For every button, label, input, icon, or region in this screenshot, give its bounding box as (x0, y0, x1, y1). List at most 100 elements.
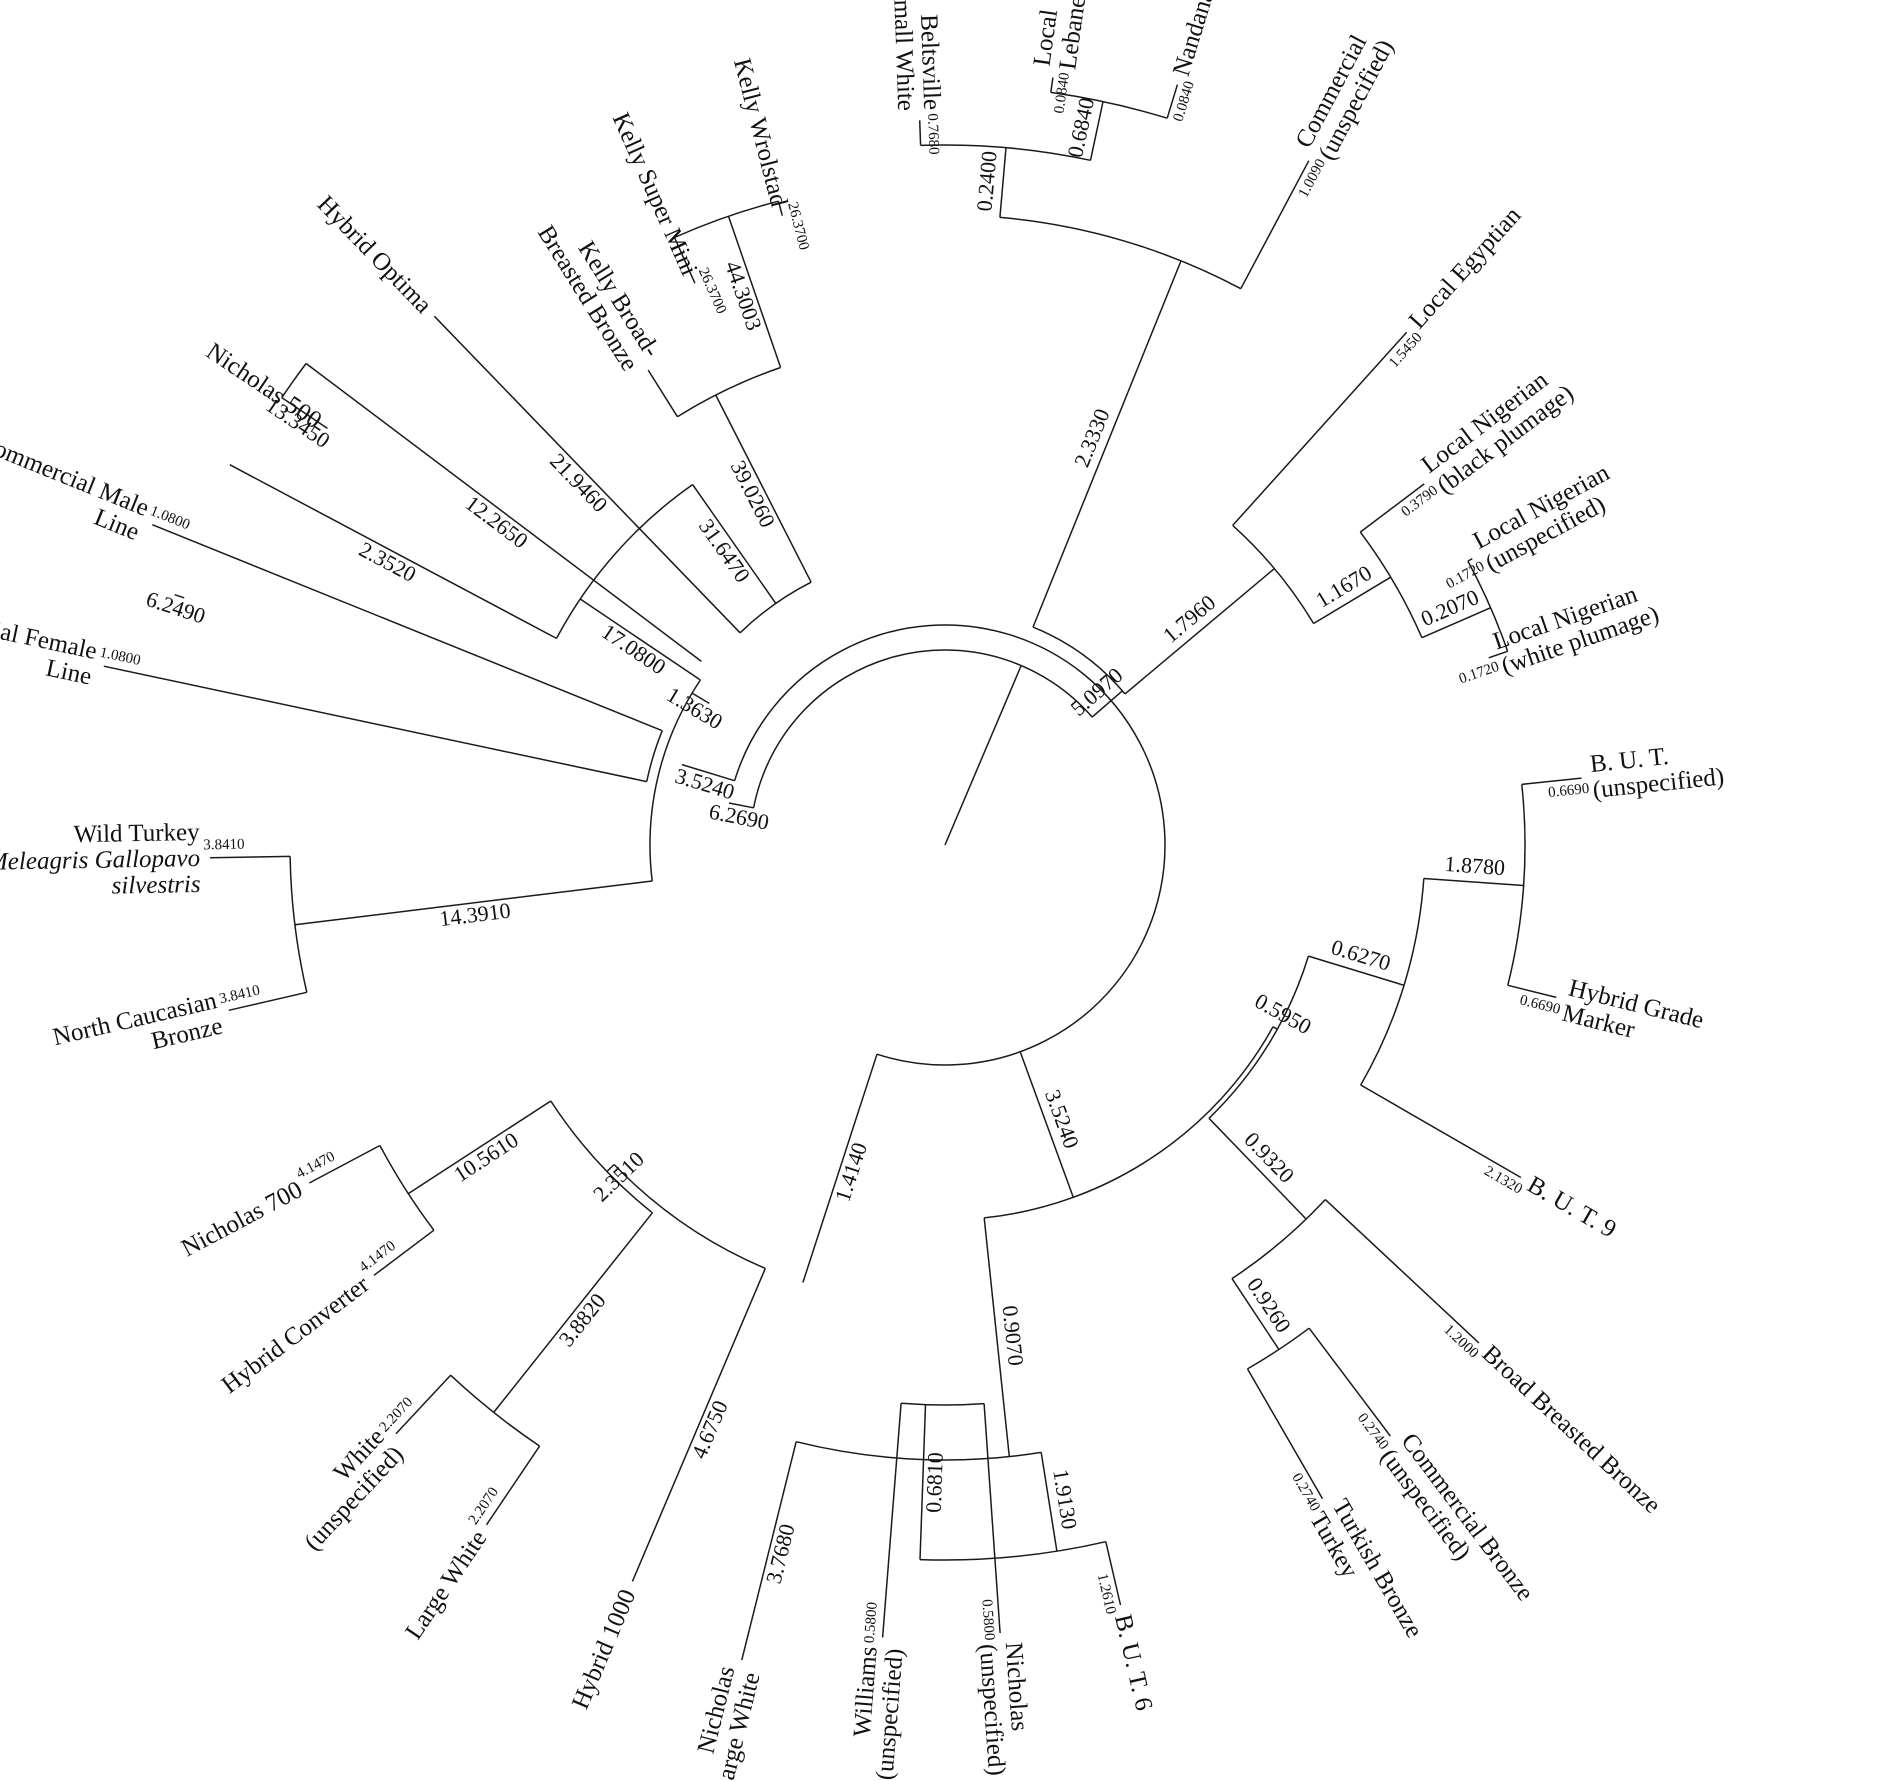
terminal-branch (1359, 483, 1425, 533)
branch-arc (1050, 91, 1168, 119)
tip-label-l1: Kelly Wrolstad (728, 56, 792, 210)
internal-branch (1208, 1117, 1307, 1220)
internal-branch (305, 362, 702, 662)
internal-branch (1272, 1026, 1278, 1030)
internal-branch (681, 763, 735, 782)
terminal-branch (631, 1268, 766, 1582)
branch-length-label: 0.5950 (1251, 988, 1316, 1039)
branch-length-label: 39.0260 (726, 456, 781, 531)
terminal-branch (983, 1403, 1001, 1634)
branch-length-label: 4.1470 (294, 1149, 338, 1182)
terminal-branch (395, 1374, 452, 1435)
branch-length-label: 0.6810 (921, 1452, 948, 1513)
branch-length-label: 0.5800 (978, 1599, 997, 1641)
branch-arc (1232, 524, 1315, 624)
tip-label-l9: North CaucasianBronze (50, 987, 225, 1076)
branch-length-label: 2.3510 (588, 1146, 649, 1206)
tip-label-line: Meleagris Gallopavo (0, 845, 200, 876)
tip-label-l14: Hybrid 1000 (567, 1586, 642, 1714)
tip-label-l27: Local Nigerian(black plumage) (1417, 359, 1579, 499)
branch-arc (920, 144, 1091, 162)
branch-arc (1032, 626, 1126, 695)
tip-label-l21: Broad Breasted Bronze (1477, 1340, 1666, 1519)
tip-label-line: Nandanam (1168, 0, 1226, 79)
branch-length-label: 17.0800 (597, 619, 670, 680)
tip-label-line: Wild Turkey (73, 819, 200, 848)
internal-branch (493, 1212, 653, 1413)
terminal-branch (373, 1229, 435, 1276)
tip-label-l5: Nicholas 500 (201, 338, 326, 435)
internal-branch (715, 394, 812, 583)
tip-label-line: Hybrid 1000 (567, 1586, 642, 1714)
tip-label-line: Hybrid Optima (312, 191, 437, 319)
internal-branch (229, 464, 557, 640)
branch-length-label: 3.8820 (553, 1288, 610, 1351)
branch-length-label: 1.0090 (1296, 156, 1329, 200)
terminal-branch (485, 1445, 541, 1526)
branch-length-label: 3.7680 (761, 1521, 800, 1586)
branch-length-label: 0.9320 (1239, 1127, 1299, 1188)
tip-label-l32: BeltsvilleSmall White (888, 0, 945, 111)
internal-branch (606, 1163, 615, 1173)
internal-branch (999, 147, 1007, 218)
branch-length-label: 1.7960 (1158, 590, 1220, 648)
terminal-branch (673, 237, 696, 284)
tip-label-line: Kelly Super Mini (607, 109, 703, 280)
tip-label-line: Small White (888, 0, 919, 111)
tip-label-l7: Commercial FemaleLine (0, 596, 99, 690)
internal-branch (1308, 955, 1405, 987)
branch-length-label: 3.5240 (1040, 1086, 1084, 1151)
terminal-branch (1240, 160, 1310, 290)
tree-branches (103, 77, 1582, 1661)
branch-length-label: 26.3700 (784, 201, 812, 252)
tip-label-l30: Nandanam (1168, 0, 1226, 79)
terminal-branch (1488, 650, 1508, 659)
root-stem (944, 665, 1022, 846)
branch-arc (674, 200, 779, 239)
internal-branch (728, 802, 754, 809)
tip-label-line: Nicholas 500 (201, 338, 326, 435)
terminal-branch (228, 991, 307, 1012)
tip-label-l6: Commercial MaleLine (0, 429, 153, 546)
branch-arc (1359, 531, 1423, 638)
terminal-branch (281, 396, 328, 430)
internal-branch (294, 880, 653, 926)
branch-length-label: 0.0840 (1171, 79, 1198, 123)
tip-label-line: B. U. T. 9 (1523, 1171, 1621, 1243)
internal-branch (1423, 877, 1524, 887)
branch-length-label: 0.9070 (998, 1304, 1029, 1367)
branch-arc (1360, 878, 1425, 1086)
internal-branch (1089, 101, 1104, 161)
branch-length-label: 3.8410 (203, 837, 245, 854)
branch-arc (733, 624, 1166, 1066)
branch-arc (752, 649, 1093, 808)
branch-arc (1467, 560, 1509, 652)
internal-branch (802, 1053, 878, 1283)
tip-label-l25: Local Nigerian(white plumage) (1490, 576, 1663, 680)
terminal-branch (741, 1441, 797, 1661)
branch-arc (919, 1540, 1106, 1561)
tip-label-line: Lebanese (1054, 0, 1094, 71)
branch-length-label: 6.2690 (707, 799, 771, 835)
branch-length-label: 44.3003 (720, 258, 767, 334)
branch-length-label: 6.2490 (143, 586, 208, 628)
internal-branch (1032, 260, 1182, 628)
tip-label-l16: Williams(unspecified) (846, 1645, 909, 1781)
branch-length-label: 0.2740 (1354, 1410, 1392, 1453)
branch-length-label: 1.4140 (830, 1139, 872, 1204)
branch-length-label: 2.3520 (355, 536, 420, 586)
terminal-branch (433, 315, 741, 634)
internal-branch (1231, 1278, 1280, 1350)
branch-arc (677, 366, 781, 418)
branch-length-label: 0.1720 (1457, 659, 1501, 688)
branch-arc (1208, 955, 1310, 1119)
tip-label-line: Hybrid Converter (217, 1271, 375, 1400)
branch-length-label: 0.0840 (1051, 71, 1073, 114)
terminal-branch (1507, 984, 1557, 999)
branch-length-label: 14.3910 (438, 898, 512, 932)
branch-arc (984, 1026, 1274, 1219)
branch-length-label: 0.6690 (1518, 992, 1562, 1018)
terminal-branch (1050, 77, 1054, 93)
